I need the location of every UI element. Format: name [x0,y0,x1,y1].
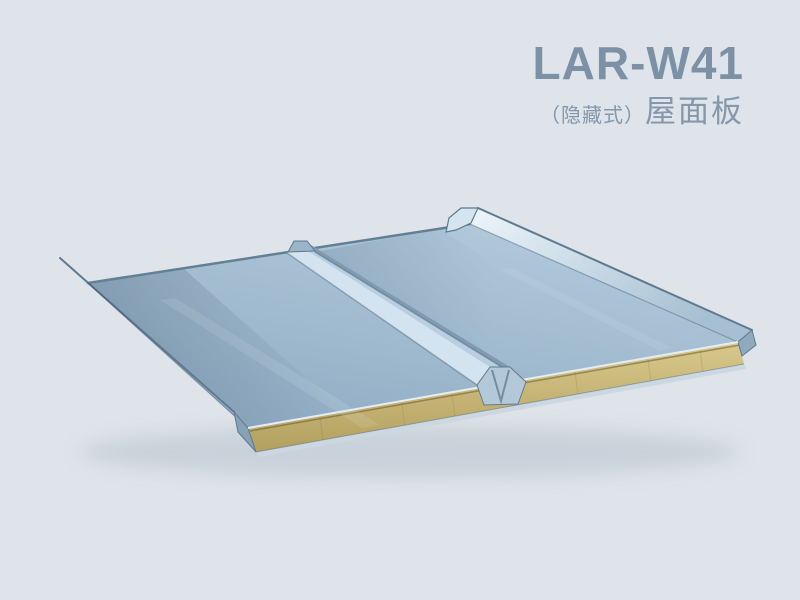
right-pan-shade [315,229,640,382]
left-flange-end-cap [233,410,257,453]
rib-left-base-line [286,252,478,386]
right-flange-crease [469,223,739,343]
bottom-sheet-edge [256,364,746,457]
right-flange-end-cap [737,329,757,357]
product-subtitle-prefix: （隐藏式） [540,105,645,127]
metal-streak-right [500,268,672,351]
rib-front-seam-notch [491,369,510,405]
right-edge-flange [445,207,757,357]
right-seam-back-cap [445,207,479,233]
panel-drop-shadow [80,426,740,478]
left-pan-shade [88,268,343,428]
rib-back-cap [287,240,317,253]
rib-left-flank [287,242,490,385]
left-flange-crease [87,282,249,429]
center-seam-rib [286,240,527,406]
title-block: LAR-W41 （隐藏式）屋面板 [533,40,744,127]
product-model: LAR-W41 [532,37,744,89]
product-subtitle-main: 屋面板 [645,94,744,129]
rib-right-base-line [314,251,527,383]
rib-front-cap [476,366,527,406]
back-edge-line [86,222,472,285]
right-flange-rim [477,207,753,331]
bottom-sheet-separator [255,363,745,453]
rib-right-flank [306,242,526,382]
metal-streak-left [160,298,380,428]
foam-grain-lines [319,349,704,442]
right-flange-face [470,208,752,342]
left-edge-flange [59,257,257,453]
product-subtitle: （隐藏式）屋面板 [533,96,744,127]
